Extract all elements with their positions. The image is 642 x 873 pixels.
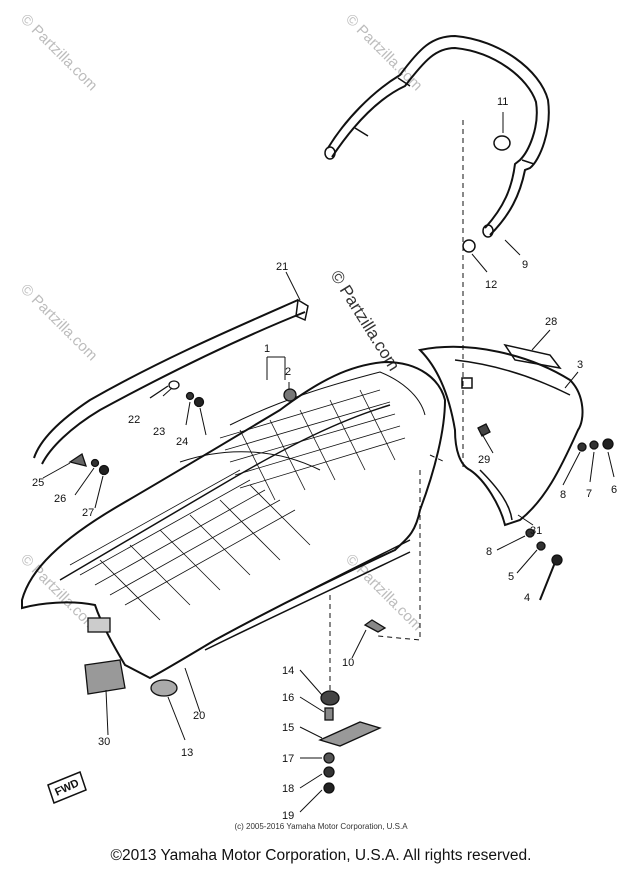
callout: 22 <box>128 414 140 426</box>
center-watermark: © Partzilla.com <box>327 267 404 374</box>
callout: 31 <box>530 525 542 537</box>
callout: 23 <box>153 426 165 438</box>
copyright-small: (c) 2005-2016 Yamaha Motor Corporation, … <box>234 822 408 831</box>
callout: 7 <box>586 488 592 500</box>
callout: 27 <box>82 507 94 519</box>
rubber-bushings <box>462 135 511 253</box>
watermark: © Partzilla.com <box>342 551 425 634</box>
callout: 2 <box>285 366 291 378</box>
callout: 19 <box>282 810 294 822</box>
leader-lines <box>42 112 615 813</box>
callout: 11 <box>497 96 508 108</box>
callout: 30 <box>98 736 110 748</box>
callout: 26 <box>54 493 66 505</box>
copyright-notice: ©2013 Yamaha Motor Corporation, U.S.A. A… <box>110 847 532 864</box>
grab-rail <box>324 34 550 238</box>
callout: 9 <box>522 259 528 271</box>
callout: 28 <box>545 316 557 328</box>
callout: 29 <box>478 454 490 466</box>
watermark: © Partzilla.com <box>17 281 100 364</box>
callout: 13 <box>181 747 193 759</box>
callout: 8 <box>560 489 566 501</box>
watermark: © Partzilla.com <box>17 11 100 94</box>
assembly-lines <box>329 120 464 690</box>
seat-quilt-pattern <box>69 389 406 621</box>
hardware <box>47 380 614 804</box>
callout: 20 <box>193 710 205 722</box>
callout-labels: 1 2 3 4 5 6 7 8 8 9 10 11 12 13 14 15 16… <box>32 96 617 822</box>
callout: 25 <box>32 477 44 489</box>
callout: 5 <box>508 571 514 583</box>
callout: 6 <box>611 484 617 496</box>
callout: 8 <box>486 546 492 558</box>
watermark: © Partzilla.com <box>342 11 425 94</box>
callout: 24 <box>176 436 188 448</box>
callout: 15 <box>282 722 294 734</box>
callout: 21 <box>276 261 288 273</box>
callout: 4 <box>524 592 530 604</box>
callout: 1 <box>264 343 270 355</box>
callout: 16 <box>282 692 294 704</box>
callout: 3 <box>577 359 583 371</box>
callout: 18 <box>282 783 294 795</box>
seat-strap <box>33 298 309 465</box>
callout: 12 <box>485 279 497 291</box>
callout: 14 <box>282 665 294 677</box>
callout: 10 <box>342 657 354 669</box>
tail-cowl <box>417 345 584 527</box>
callout: 17 <box>282 753 294 765</box>
bracket-28 <box>503 343 562 370</box>
